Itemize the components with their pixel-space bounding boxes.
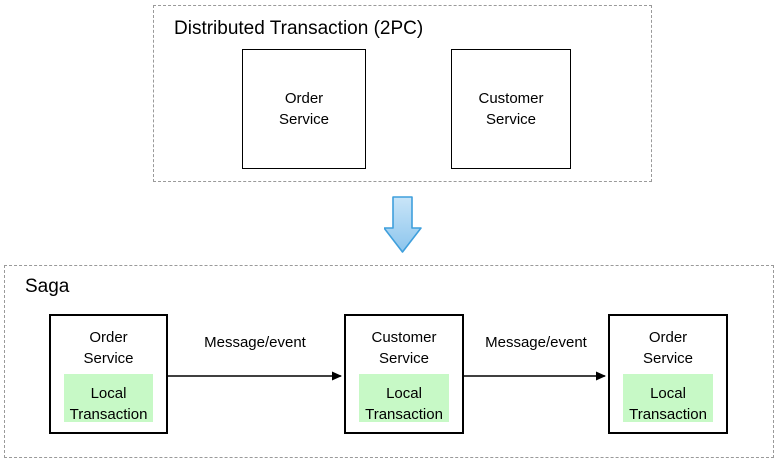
saga-section-container: Saga Message/event Message/event Order S… (4, 265, 774, 458)
two-pc-customer-service-box: Customer Service (451, 49, 571, 169)
down-arrow-icon (383, 196, 422, 259)
saga-order-service-box-2: Order Service Local Transaction (608, 314, 728, 434)
local-transaction-box: Local Transaction (64, 374, 153, 423)
local-transaction-box: Local Transaction (623, 374, 713, 423)
message-edge-label: Message/event (485, 334, 587, 351)
local-transaction-label: Local Transaction (365, 384, 443, 423)
service-box-label: Order Service (278, 90, 330, 128)
saga-customer-service-box: Customer Service Local Transaction (344, 314, 464, 434)
two-pc-order-service-box: Order Service (242, 49, 366, 169)
saga-section-title: Saga (25, 276, 70, 297)
local-transaction-box: Local Transaction (359, 374, 449, 423)
two-pc-section-title: Distributed Transaction (2PC) (174, 18, 424, 39)
service-box-label: Order Service (642, 329, 694, 367)
local-transaction-label: Local Transaction (69, 384, 148, 423)
two-pc-section-container: Distributed Transaction (2PC) Order Serv… (153, 5, 652, 182)
message-edge-label: Message/event (204, 334, 306, 351)
saga-order-service-box-1: Order Service Local Transaction (49, 314, 168, 434)
service-box-label: Customer Service (371, 329, 437, 367)
service-box-label: Customer Service (478, 90, 544, 128)
service-box-label: Order Service (83, 329, 134, 367)
local-transaction-label: Local Transaction (629, 384, 707, 423)
